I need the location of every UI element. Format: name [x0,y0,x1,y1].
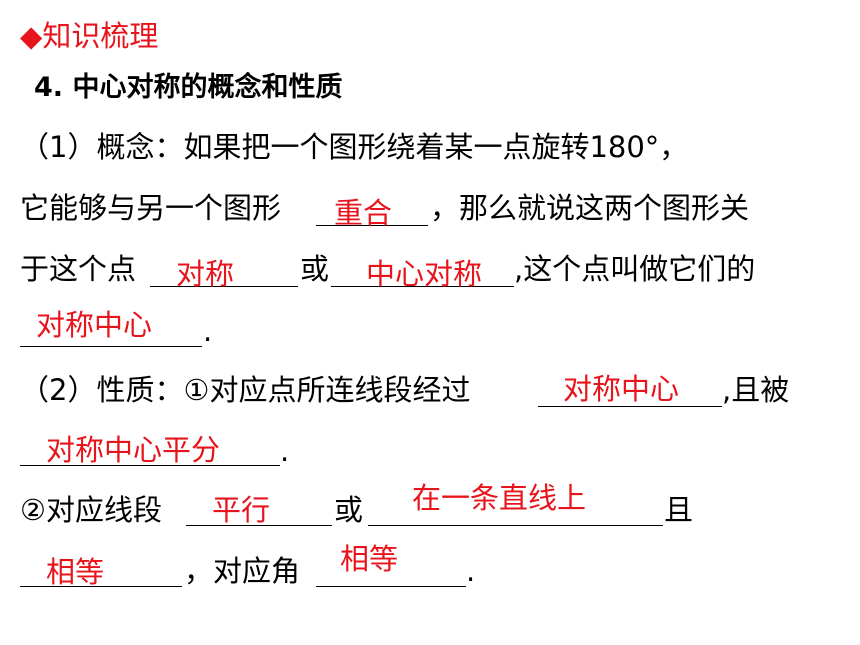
blank-equal-2 [316,586,466,587]
property-line-3-pre: ②对应线段 [20,493,162,527]
answer-symmetric: 对称 [176,257,235,291]
section-label: 知识梳理 [42,19,159,53]
property-line-4-post: . [466,554,476,588]
blank-center-1 [20,346,202,347]
answer-central-symmetric: 中心对称 [366,257,483,291]
diamond-icon: ◆ [20,19,43,53]
concept-line-1: （1）概念：如果把一个图形绕着某一点旋转180°， [20,130,689,164]
property-line-4-mid: ，对应角 [184,554,301,588]
answer-collinear: 在一条直线上 [412,481,587,515]
blank-coincide [316,225,428,226]
concept-line-3-post: ,这个点叫做它们的 [514,252,756,286]
property-line-3-post: 且 [664,493,694,527]
blank-collinear [368,525,663,526]
concept-line-4-post: . [203,314,213,348]
property-line-1-post: ,且被 [722,373,790,407]
concept-line-3-pre: 于这个点 [20,252,137,286]
answer-coincide: 重合 [334,196,393,230]
answer-center-2: 对称中心 [563,372,680,406]
answer-parallel: 平行 [212,493,271,527]
section-title: ◆知识梳理 [20,18,158,54]
answer-center-1: 对称中心 [36,308,153,342]
blank-symmetric [150,286,298,287]
blank-center-2 [538,406,722,407]
page-heading: 4. 中心对称的概念和性质 [34,72,343,103]
answer-bisected: 对称中心平分 [46,433,221,467]
answer-equal-1: 相等 [46,555,105,589]
blank-parallel [186,525,332,526]
property-line-3-mid: 或 [334,493,364,527]
property-line-1-pre: （2）性质：①对应点所连线段经过 [20,373,471,407]
concept-line-2-pre: 它能够与另一个图形 [20,191,282,225]
answer-equal-2: 相等 [340,542,399,576]
concept-line-2-post: ，那么就说这两个图形关 [430,191,750,225]
blank-equal-1 [20,586,182,587]
blank-central-symmetric [331,286,514,287]
property-line-2-post: . [280,434,290,468]
concept-line-3-mid: 或 [300,252,330,286]
blank-bisected [20,465,280,466]
